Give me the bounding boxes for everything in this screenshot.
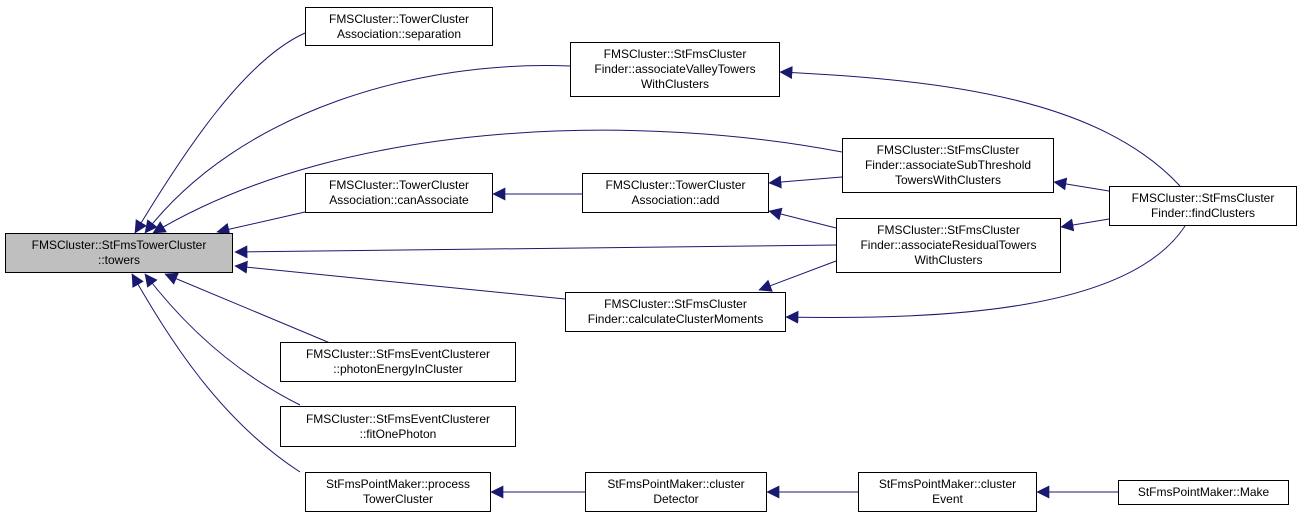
node-process-tower-cluster-line-2: TowerCluster — [362, 492, 434, 506]
edge-photon-to-towers — [164, 272, 331, 344]
edge-separation-to-towers — [134, 32, 306, 234]
edge-subthreshold-to-towers — [152, 129, 843, 234]
node-fit-one-photon[interactable]: FMSCluster::StFmsEventClusterer ::fitOne… — [280, 406, 516, 447]
node-photon-energy-in-cluster-line-1: FMSCluster::StFmsEventClusterer — [305, 347, 491, 361]
edge-findclusters-to-residual — [1060, 218, 1110, 232]
node-cluster-detector[interactable]: StFmsPointMaker::cluster Detector — [585, 472, 767, 512]
edge-valley-to-towers — [144, 65, 571, 234]
edge-findclusters-to-moments — [785, 225, 1186, 324]
node-photon-energy-in-cluster-line-2: ::photonEnergyInCluster — [333, 362, 463, 376]
edge-residual-to-moments — [758, 260, 837, 292]
node-can-associate-line-2: Association::canAssociate — [329, 193, 469, 207]
node-find-clusters-line-1: FMSCluster::StFmsCluster — [1131, 191, 1275, 205]
node-associate-residual-towers-line-2: Finder::associateResidualTowers — [860, 238, 1037, 252]
node-towers-line-1: FMSCluster::StFmsTowerCluster — [31, 238, 207, 252]
node-cluster-detector-line-2: Detector — [653, 492, 699, 506]
node-associate-subthreshold-towers-line-2: Finder::associateSubThreshold — [864, 158, 1032, 172]
node-associate-residual-towers[interactable]: FMSCluster::StFmsCluster Finder::associa… — [836, 218, 1061, 273]
node-process-tower-cluster[interactable]: StFmsPointMaker::process TowerCluster — [305, 472, 491, 512]
node-associate-residual-towers-line-1: FMSCluster::StFmsCluster — [877, 223, 1020, 237]
node-photon-energy-in-cluster[interactable]: FMSCluster::StFmsEventClusterer ::photon… — [280, 342, 516, 382]
node-find-clusters-line-2: Finder::findClusters — [1150, 206, 1256, 220]
node-separation-line-1: FMSCluster::TowerCluster — [328, 11, 470, 26]
node-associate-valley-towers-line-1: FMSCluster::StFmsCluster — [603, 47, 747, 61]
node-cluster-event[interactable]: StFmsPointMaker::cluster Event — [858, 472, 1037, 512]
edge-subthreshold-to-add — [768, 175, 843, 189]
node-fit-one-photon-line-1: FMSCluster::StFmsEventClusterer — [305, 411, 491, 426]
edge-residual-to-towers — [234, 244, 837, 259]
node-make[interactable]: StFmsPointMaker::Make — [1118, 480, 1289, 505]
node-towers[interactable]: FMSCluster::StFmsTowerCluster ::towers — [5, 233, 233, 273]
node-associate-valley-towers-line-2: Finder::associateValleyTowers — [594, 62, 756, 76]
node-process-tower-cluster-line-1: StFmsPointMaker::process — [325, 477, 471, 491]
node-cluster-event-line-1: StFmsPointMaker::cluster — [878, 477, 1017, 491]
edge-findclusters-to-valley — [779, 66, 1181, 187]
node-fit-one-photon-line-2: ::fitOnePhoton — [359, 426, 437, 441]
node-add-line-2: Association::add — [631, 193, 720, 207]
node-make-line-1: StFmsPointMaker::Make — [1137, 485, 1270, 499]
node-calculate-cluster-moments[interactable]: FMSCluster::StFmsCluster Finder::calcula… — [565, 292, 786, 332]
node-cluster-event-line-2: Event — [932, 492, 963, 506]
node-add[interactable]: FMSCluster::TowerCluster Association::ad… — [582, 173, 769, 213]
edge-fitone-to-towers — [144, 273, 301, 406]
edge-canassociate-to-towers — [216, 211, 306, 236]
node-separation[interactable]: FMSCluster::TowerCluster Association::se… — [305, 7, 493, 46]
node-associate-subthreshold-towers-line-3: TowersWithClusters — [894, 173, 1002, 187]
node-can-associate-line-1: FMSCluster::TowerCluster — [328, 178, 470, 192]
node-find-clusters[interactable]: FMSCluster::StFmsCluster Finder::findClu… — [1109, 186, 1297, 226]
node-separation-line-2: Association::separation — [336, 26, 462, 41]
node-associate-valley-towers[interactable]: FMSCluster::StFmsCluster Finder::associa… — [570, 42, 780, 97]
node-add-line-1: FMSCluster::TowerCluster — [605, 178, 746, 192]
node-can-associate[interactable]: FMSCluster::TowerCluster Association::ca… — [305, 173, 493, 213]
node-calculate-cluster-moments-line-1: FMSCluster::StFmsCluster — [604, 297, 747, 311]
node-associate-valley-towers-line-3: WithClusters — [640, 77, 709, 91]
edge-findclusters-to-subthreshold — [1053, 177, 1110, 192]
edge-process-to-towers — [131, 273, 301, 473]
node-towers-line-2: ::towers — [97, 253, 140, 267]
node-associate-subthreshold-towers[interactable]: FMSCluster::StFmsCluster Finder::associa… — [842, 138, 1054, 193]
node-calculate-cluster-moments-line-2: Finder::calculateClusterMoments — [587, 312, 764, 326]
edge-residual-to-add — [768, 207, 837, 229]
edge-moments-to-towers — [234, 260, 566, 300]
node-cluster-detector-line-1: StFmsPointMaker::cluster — [607, 477, 745, 491]
node-associate-residual-towers-line-3: WithClusters — [914, 253, 983, 267]
node-associate-subthreshold-towers-line-1: FMSCluster::StFmsCluster — [876, 143, 1020, 157]
